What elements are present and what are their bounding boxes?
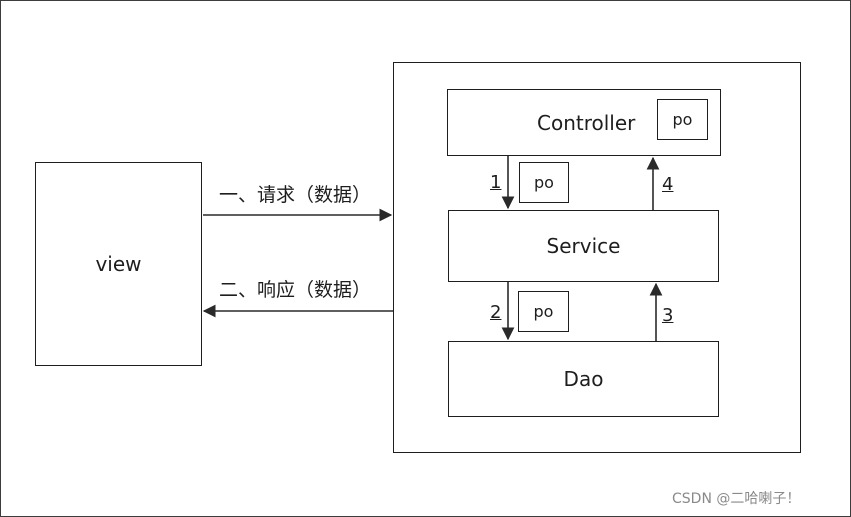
controller-po-label: po [672,110,693,129]
step4-label: 4 [662,174,674,195]
dao-po-label: po [533,302,554,321]
controller-po-tag: po [657,99,708,140]
service-po-tag: po [519,162,569,203]
view-box: view [35,162,202,366]
request-label: 一、请求（数据） [219,184,372,206]
step2-label: 2 [490,302,502,323]
view-label: view [95,252,142,276]
service-box: Service [448,210,719,282]
step3-label: 3 [662,305,674,326]
dao-label: Dao [563,367,604,391]
service-label: Service [546,234,621,258]
service-po-label: po [534,173,554,192]
dao-po-tag: po [518,291,569,332]
response-label: 二、响应（数据） [219,279,372,301]
watermark: CSDN @二哈喇子！ [672,491,801,507]
dao-box: Dao [448,341,719,417]
step1-label: 1 [490,172,502,193]
controller-label: Controller [537,110,636,135]
